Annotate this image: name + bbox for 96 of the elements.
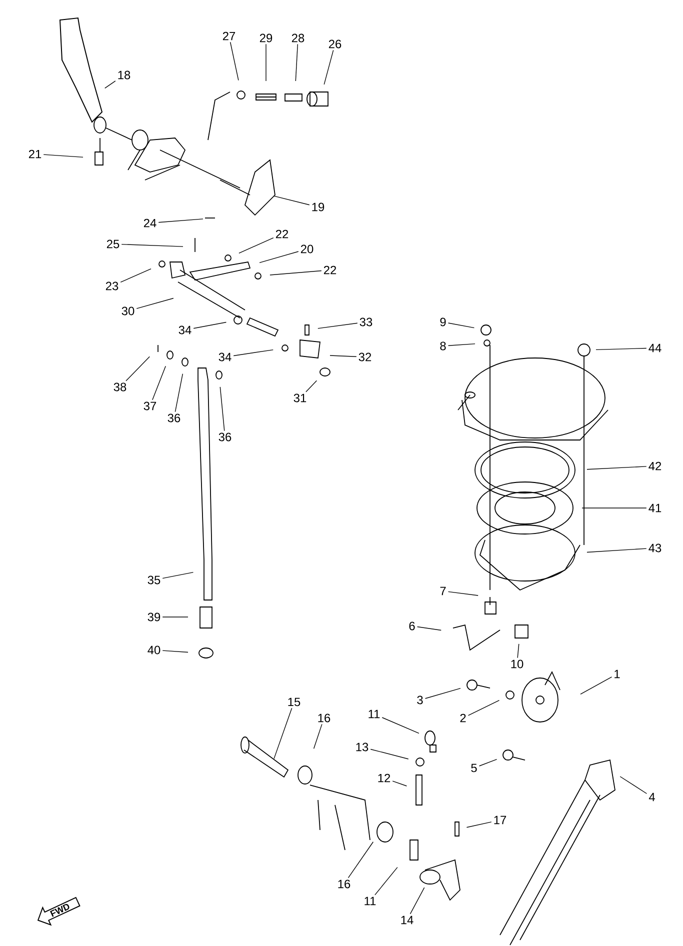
callout-number: 11 [364, 896, 376, 906]
callout-number: 43 [648, 544, 662, 552]
leader-line [596, 348, 647, 350]
callout-number: 40 [148, 646, 160, 654]
callout-number: 36 [168, 414, 180, 422]
callout-number: 42 [648, 462, 662, 470]
callout-number: 30 [122, 306, 134, 316]
leader-line [162, 616, 188, 618]
leader-line [348, 842, 374, 878]
callout-number: 35 [148, 576, 160, 584]
leader-line [126, 356, 150, 382]
leader-line [121, 244, 184, 247]
leader-line [620, 776, 648, 794]
leader-line [230, 42, 239, 81]
leader-line [586, 466, 647, 470]
leader-line [174, 373, 184, 412]
callout-number: 6 [409, 622, 415, 630]
leader-line [295, 44, 298, 82]
leader-line [448, 343, 476, 346]
leader-line [259, 251, 299, 264]
callout-number: 31 [294, 394, 306, 402]
leader-line [274, 708, 292, 760]
callout-number: 19 [312, 202, 324, 212]
callout-number: 37 [144, 402, 156, 410]
leader-line [136, 298, 174, 309]
leader-line [162, 650, 188, 653]
callout-number: 25 [106, 240, 120, 248]
leader-line [162, 572, 194, 579]
leader-line [270, 270, 322, 276]
leader-line [382, 717, 420, 734]
leader-line [318, 322, 358, 329]
leader-line [517, 644, 520, 658]
callout-number: 9 [440, 318, 446, 326]
leader-line [193, 322, 227, 329]
callout-number: 27 [222, 32, 236, 40]
leader-line [478, 758, 498, 766]
leader-line [158, 218, 204, 223]
callout-number: 12 [378, 774, 390, 782]
callout-number: 38 [114, 382, 126, 392]
leader-line [410, 887, 425, 914]
callout-number: 34 [218, 352, 232, 362]
leader-line [466, 822, 492, 828]
callout-number: 33 [360, 318, 372, 326]
callout-number: 41 [648, 504, 662, 512]
callout-number: 28 [292, 34, 304, 42]
callout-number: 21 [28, 150, 42, 158]
callout-number: 1 [614, 670, 620, 678]
callout-number: 4 [648, 792, 655, 802]
leader-line [152, 366, 166, 400]
callout-number: 17 [494, 816, 506, 824]
leader-line [448, 322, 475, 328]
leader-line [104, 80, 116, 89]
callout-number: 39 [148, 612, 160, 622]
callout-number: 44 [648, 344, 662, 352]
callout-number: 8 [440, 342, 446, 350]
leader-line [370, 748, 409, 760]
callout-number: 29 [260, 34, 272, 42]
callout-number: 7 [440, 586, 446, 596]
callout-number: 24 [144, 218, 156, 228]
leader-line [313, 724, 322, 749]
leader-line [392, 780, 408, 786]
callout-number: 22 [324, 266, 336, 274]
callout-number: 13 [356, 742, 368, 752]
callout-number: 3 [417, 696, 423, 704]
callout-number: 11 [368, 710, 380, 718]
callout-number: 16 [318, 714, 330, 722]
callout-number: 5 [471, 764, 477, 772]
leader-line [580, 676, 612, 695]
callout-number: 34 [178, 326, 192, 334]
leader-line [220, 386, 225, 432]
callout-number: 16 [338, 880, 350, 888]
leader-line [468, 700, 500, 716]
callout-number: 2 [460, 714, 466, 722]
leader-line [238, 237, 274, 254]
leader-line [43, 154, 84, 158]
callout-number: 15 [288, 698, 300, 706]
leader-line [424, 688, 461, 699]
callout-number: 23 [106, 282, 118, 290]
leader-line [330, 355, 357, 357]
callout-number: 26 [328, 40, 342, 48]
leader-line [273, 196, 310, 206]
callout-number: 20 [300, 244, 314, 254]
leader-line [416, 626, 442, 631]
leader-line [233, 349, 274, 356]
callout-number: 14 [401, 916, 414, 924]
callout-number: 10 [511, 660, 524, 668]
leader-line [306, 380, 318, 392]
leader-line [374, 866, 398, 896]
callout-number: 22 [276, 230, 288, 238]
leader-line [120, 268, 152, 283]
callout-number: 32 [358, 352, 372, 362]
callout-number: 36 [218, 432, 232, 442]
leader-line [448, 591, 478, 596]
leader-line [586, 548, 647, 553]
leader-line [324, 50, 334, 85]
callout-number: 18 [118, 70, 130, 80]
